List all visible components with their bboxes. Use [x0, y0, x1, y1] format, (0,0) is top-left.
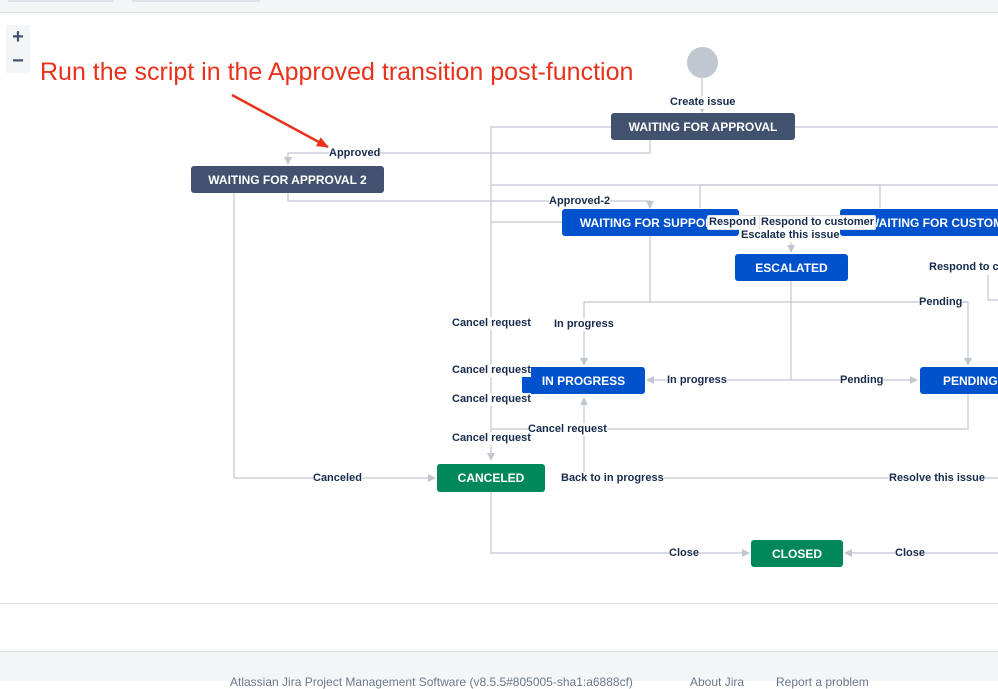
- transition-escalate-this-issue[interactable]: Escalate this issue: [741, 229, 840, 242]
- status-escalated[interactable]: ESCALATED: [735, 254, 848, 281]
- start-node[interactable]: [687, 47, 718, 78]
- annotation-arrow: [231, 93, 329, 149]
- page-footer: Atlassian Jira Project Management Softwa…: [0, 651, 998, 689]
- edge-approved-2: [287, 193, 654, 209]
- status-canceled[interactable]: CANCELED: [437, 464, 545, 492]
- transition-approved-2[interactable]: Approved-2: [549, 195, 611, 208]
- workflow-edges: [231, 78, 998, 557]
- edge-close-a: [490, 492, 750, 557]
- transition-pending-a[interactable]: Pending: [919, 296, 963, 309]
- transition-approved[interactable]: Approved: [329, 147, 381, 160]
- transition-in-progress-a[interactable]: In progress: [554, 318, 614, 331]
- transition-pending-b[interactable]: Pending: [840, 374, 884, 387]
- status-pending[interactable]: PENDING: [920, 367, 998, 394]
- transition-cancel-request-5[interactable]: Cancel request: [452, 432, 531, 445]
- transition-close-a[interactable]: Close: [669, 547, 699, 560]
- status-waiting-for-approval-2[interactable]: WAITING FOR APPROVAL 2: [191, 166, 384, 193]
- transition-back-to-in-progress[interactable]: Back to in progress: [561, 472, 664, 485]
- transition-create-issue[interactable]: Create issue: [670, 96, 736, 109]
- footer-about-link[interactable]: About Jira: [690, 675, 745, 689]
- toolbar-tab[interactable]: [8, 0, 113, 2]
- transition-cancel-request-2[interactable]: Cancel request: [452, 364, 531, 377]
- zoom-in-button[interactable]: +: [6, 25, 30, 49]
- transition-close-b[interactable]: Close: [895, 547, 925, 560]
- footer-report-link[interactable]: Report a problem: [776, 675, 869, 689]
- edge-support-customer: [699, 184, 881, 208]
- edge-outer-loop: [487, 126, 611, 461]
- footer-product[interactable]: Atlassian Jira Project Management Softwa…: [230, 675, 633, 689]
- edge-respond-to-c: [987, 275, 998, 301]
- status-closed[interactable]: CLOSED: [751, 540, 843, 567]
- edge-approved: [284, 140, 651, 165]
- transition-canceled[interactable]: Canceled: [313, 472, 362, 485]
- toolbar-tab[interactable]: [132, 0, 260, 2]
- edge-in-progress-a: [580, 236, 651, 366]
- edge-in-progress-b: [646, 281, 792, 384]
- edge-cancel-from-pending: [491, 394, 969, 430]
- content-divider: [0, 603, 998, 604]
- transition-cancel-request-3[interactable]: Cancel request: [452, 393, 531, 406]
- transition-resolve-this-issue[interactable]: Resolve this issue: [889, 472, 985, 485]
- top-toolbar: [0, 0, 998, 13]
- transition-in-progress-b[interactable]: In progress: [667, 374, 727, 387]
- transition-respond-to-c[interactable]: Respond to c: [929, 261, 998, 274]
- zoom-out-button[interactable]: −: [6, 49, 30, 73]
- transition-respond-to-customer-a[interactable]: Respond to customer: [707, 215, 760, 230]
- status-in-progress[interactable]: IN PROGRESS: [522, 367, 645, 394]
- edge-canceled: [233, 193, 436, 482]
- status-waiting-for-approval[interactable]: WAITING FOR APPROVAL: [611, 113, 795, 140]
- transition-cancel-request-4[interactable]: Cancel request: [528, 423, 607, 436]
- edge-pending-a: [650, 301, 972, 366]
- transition-cancel-request-1[interactable]: Cancel request: [452, 317, 531, 330]
- annotation-text: Run the script in the Approved transitio…: [40, 58, 634, 86]
- transition-respond-to-customer-b[interactable]: Respond to customer: [759, 215, 877, 230]
